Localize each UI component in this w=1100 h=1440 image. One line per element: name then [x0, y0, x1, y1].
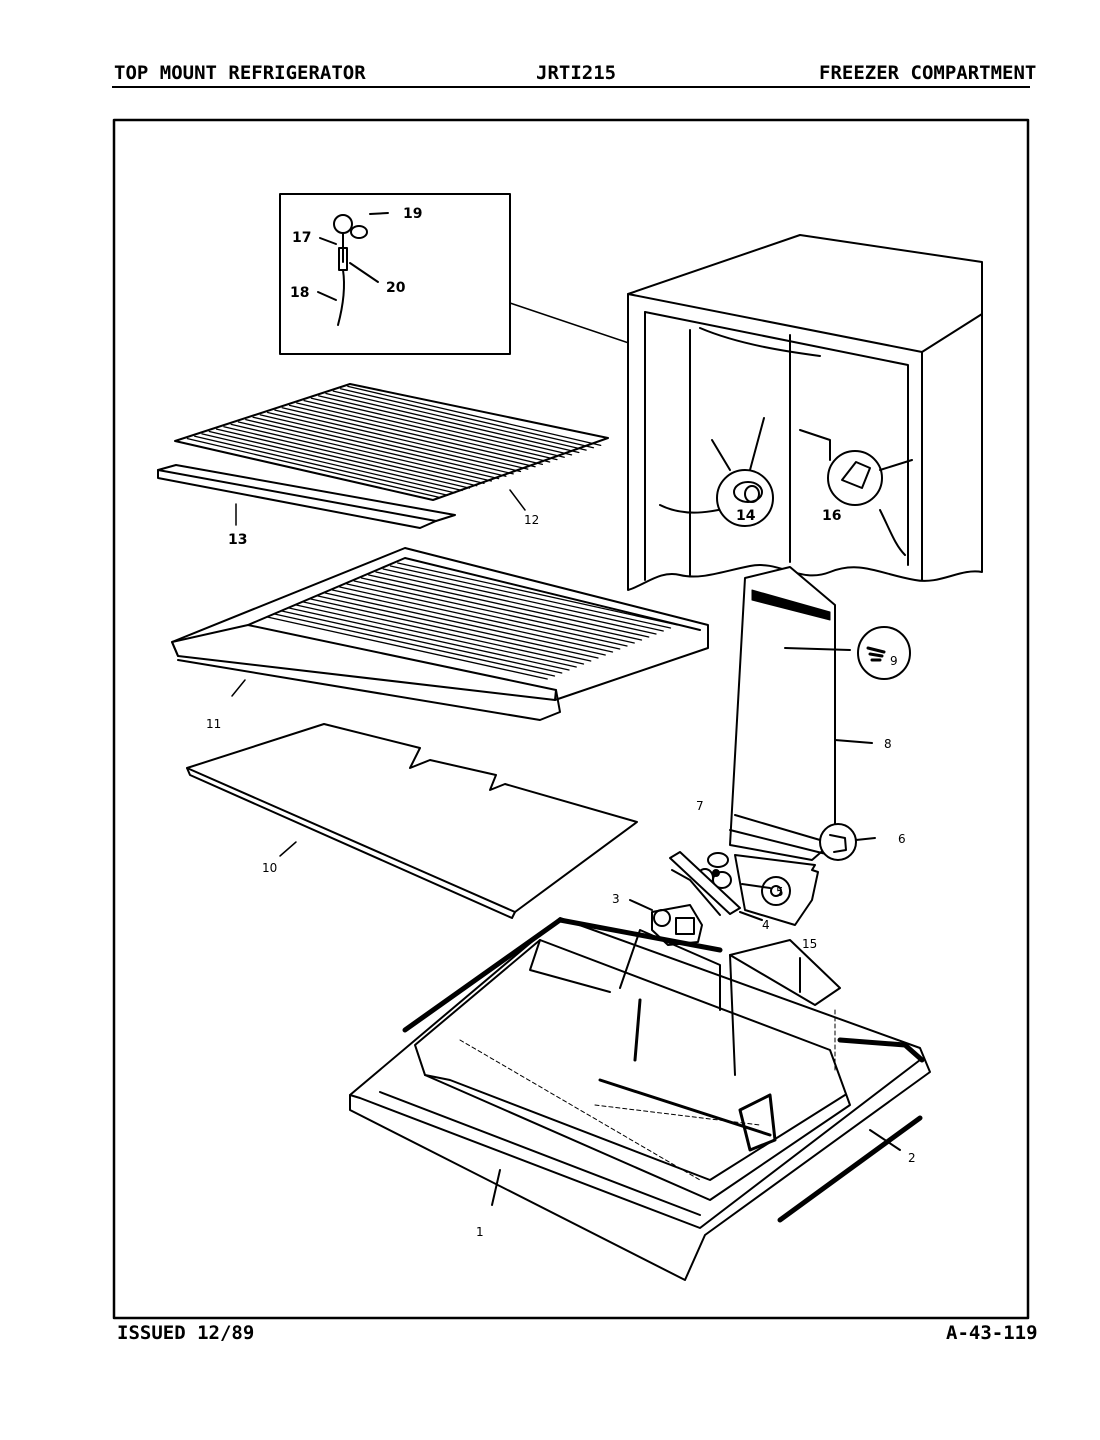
shelf-wire [259, 414, 514, 475]
fan-blade [696, 852, 771, 889]
label-part-12: 12 [524, 513, 539, 527]
shelf-slot [360, 577, 643, 641]
header-model-type: TOP MOUNT REFRIGERATOR [114, 62, 366, 84]
air-duct [729, 566, 911, 861]
shelf-slot [368, 574, 650, 638]
shelf-wire [252, 416, 507, 477]
shelf-wire [303, 399, 558, 461]
fan-shroud [734, 823, 876, 926]
freezer-liner-panel [186, 723, 638, 919]
shelf-wire [201, 433, 456, 494]
shelf-slot [331, 589, 614, 653]
shelf-wire [208, 430, 463, 492]
shelf-wire [288, 404, 544, 466]
shelf-wire [230, 423, 485, 485]
label-part-14: 14 [736, 508, 756, 524]
label-part-1: 1 [476, 1225, 484, 1239]
label-part-3: 3 [612, 892, 620, 906]
header-rule [112, 86, 1030, 88]
label-part-4: 4 [762, 918, 770, 932]
header-section-title: FREEZER COMPARTMENT [819, 62, 1037, 84]
shelf-slot [382, 568, 664, 632]
shelf-wire [223, 426, 478, 487]
leader-lines [231, 489, 526, 857]
shelf-wire [215, 428, 471, 489]
label-part-15: 15 [802, 937, 817, 951]
shelf-wire [237, 421, 492, 482]
footer-issued-date: ISSUED 12/89 [117, 1322, 255, 1344]
label-part-5: 5 [776, 885, 784, 899]
shelf-front-rail [157, 464, 456, 529]
label-part-18: 18 [290, 285, 309, 301]
shelf-slot [324, 592, 606, 656]
label-part-20: 20 [386, 280, 406, 296]
shelf-wire [325, 392, 580, 454]
shelf-slot [295, 604, 577, 668]
diagram-frame [112, 118, 1030, 1320]
label-part-2: 2 [908, 1151, 916, 1165]
shelf-slot [389, 565, 672, 629]
label-part-13: 13 [228, 532, 247, 548]
shelf-slot [302, 601, 585, 665]
shelf-slot [288, 607, 570, 671]
shelf-slot [339, 586, 621, 650]
shelf-wire [296, 402, 551, 463]
shelf-wire [274, 409, 529, 470]
shelf-wire [347, 385, 602, 447]
shelf-wire [339, 388, 595, 449]
label-part-17: 17 [292, 230, 311, 246]
shelf-wire [267, 411, 522, 473]
shelf-wire [245, 418, 500, 480]
shelf-slot [397, 562, 679, 626]
header-model-number: JRTI215 [536, 62, 617, 84]
shelf-wire [186, 437, 441, 499]
label-part-10: 10 [262, 861, 277, 875]
shelf-slot [346, 583, 628, 647]
freezer-floor-assembly [349, 917, 931, 1281]
shelf-wire [194, 435, 449, 496]
freezer-shelf [171, 547, 709, 721]
wire-shelf [174, 383, 609, 501]
shelf-slot [266, 616, 548, 680]
shelf-wire [310, 397, 565, 458]
fan-motor-bracket [669, 851, 763, 921]
shelf-wire [332, 390, 587, 451]
shelf-wire [318, 395, 573, 456]
label-part-9: 9 [890, 654, 898, 668]
shelf-slot [310, 598, 592, 662]
label-part-7: 7 [696, 799, 704, 813]
label-part-19: 19 [403, 206, 422, 222]
label-part-8: 8 [884, 737, 892, 751]
shelf-slot [273, 613, 556, 677]
label-part-11: 11 [206, 717, 221, 731]
label-part-16: 16 [822, 508, 841, 524]
label-part-6: 6 [898, 832, 906, 846]
shelf-slot [317, 595, 599, 659]
shelf-slot [281, 610, 563, 674]
fan-motor [629, 899, 703, 946]
shelf-slot [353, 580, 635, 644]
shelf-slot [375, 571, 657, 635]
footer-page-code: A-43-119 [946, 1322, 1038, 1344]
shelf-wire [281, 407, 536, 468]
freezer-cabinet [627, 234, 983, 591]
